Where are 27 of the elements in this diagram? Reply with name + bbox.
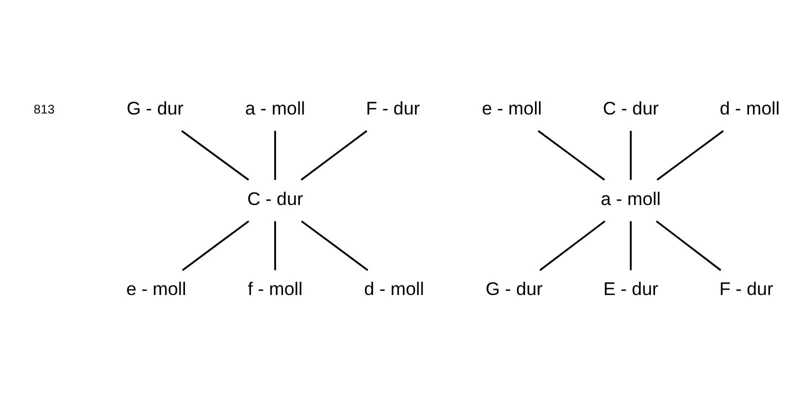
- connector: [630, 221, 632, 270]
- node-text: G - dur: [486, 278, 543, 300]
- connector: [182, 220, 250, 271]
- node-text: C - dur: [247, 188, 304, 209]
- connector: [300, 220, 368, 271]
- connector: [630, 130, 632, 180]
- node-text: d - moll: [364, 278, 424, 300]
- connector: [538, 130, 605, 181]
- node-text: f - moll: [248, 278, 303, 300]
- connector: [274, 221, 276, 270]
- connector: [656, 220, 722, 271]
- label: 813: [34, 102, 55, 116]
- connector: [300, 130, 368, 181]
- connector: [656, 130, 724, 181]
- node-text: a - moll: [245, 98, 306, 119]
- node-text: G - dur: [126, 98, 184, 119]
- node-text: a - moll: [600, 188, 661, 209]
- node-text: e - moll: [482, 98, 542, 119]
- node-text: F - dur: [719, 278, 774, 300]
- connector: [274, 130, 276, 180]
- node-text: e - moll: [126, 278, 186, 300]
- connector: [181, 130, 250, 181]
- node-text: d - moll: [720, 98, 780, 119]
- node-text: C - dur: [602, 98, 659, 119]
- node-text: E - dur: [603, 278, 658, 300]
- node-text: F - dur: [366, 98, 420, 119]
- connector: [539, 220, 606, 271]
